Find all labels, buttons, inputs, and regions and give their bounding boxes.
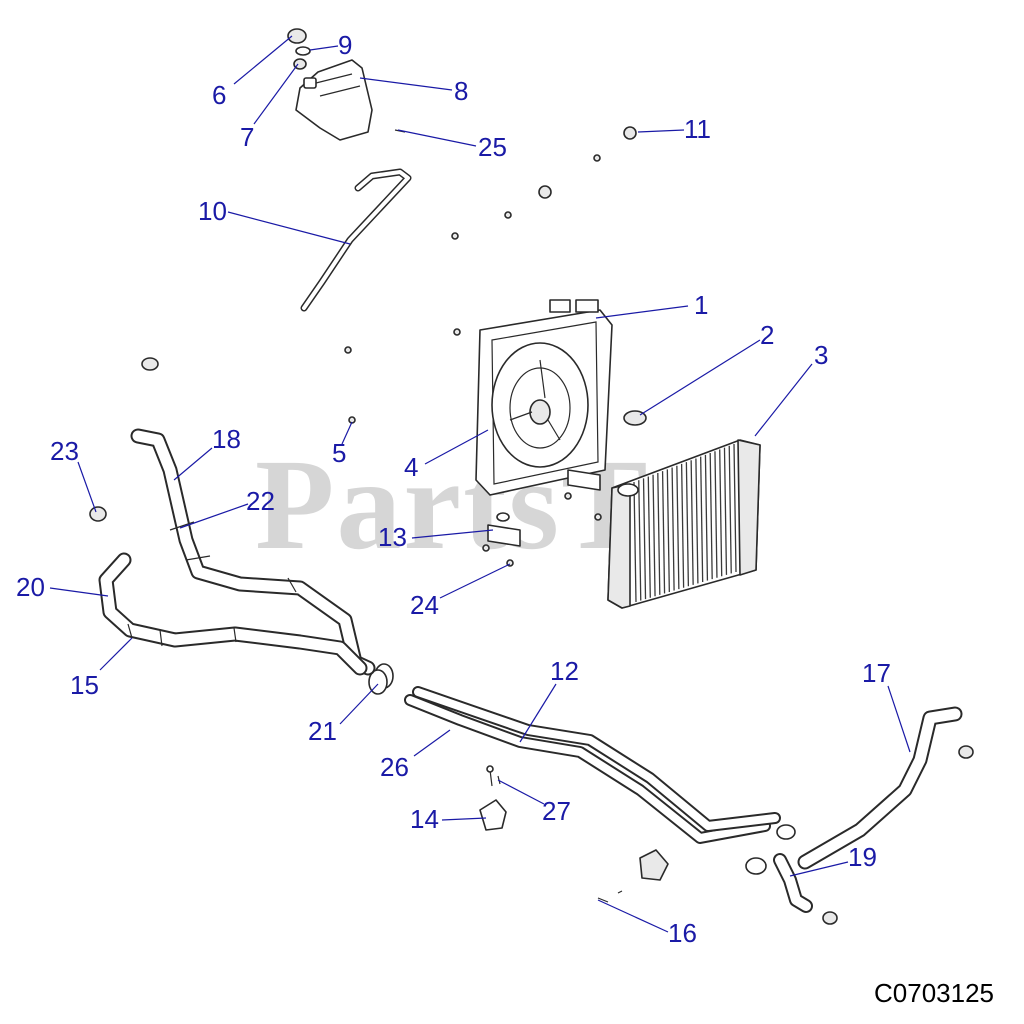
radiator-fin — [700, 456, 704, 583]
callout-6: 6 — [212, 80, 226, 110]
radiator-fin — [642, 478, 647, 600]
callout-18: 18 — [212, 424, 241, 454]
callout-14: 14 — [410, 804, 439, 834]
coolant-tube-pair — [404, 686, 781, 844]
radiator-hose-right — [797, 706, 963, 870]
radiator-fin — [680, 463, 685, 588]
radiator-fin — [676, 465, 680, 590]
callout-20: 20 — [16, 572, 45, 602]
callout-17: 17 — [862, 658, 891, 688]
callout-27: 27 — [542, 796, 571, 826]
radiator-fin — [728, 445, 732, 574]
callout-26: 26 — [380, 752, 409, 782]
mounting-bracket — [487, 469, 601, 547]
thermostat-housing — [479, 799, 669, 881]
callout-7: 7 — [240, 122, 254, 152]
radiator-fin — [733, 443, 737, 573]
callout-10: 10 — [198, 196, 227, 226]
reservoir-neck-plug — [293, 58, 307, 70]
callout-8: 8 — [454, 76, 468, 106]
callout-numbers: 1 2 3 4 5 6 7 8 9 10 11 12 13 14 15 16 1… — [16, 30, 891, 948]
callout-4: 4 — [404, 452, 418, 482]
radiator-fin — [652, 474, 656, 597]
callout-24: 24 — [410, 590, 439, 620]
coolant-reservoir — [295, 59, 373, 141]
callout-25: 25 — [478, 132, 507, 162]
radiator-fin — [704, 454, 709, 581]
reservoir-cap — [287, 28, 307, 44]
hose-clamps — [89, 357, 974, 925]
radiator-fin — [709, 453, 713, 580]
radiator-fin — [661, 471, 666, 594]
fan-shroud — [475, 299, 613, 496]
callout-2: 2 — [760, 320, 774, 350]
fasteners — [344, 126, 637, 903]
short-elbow-hose — [773, 853, 813, 913]
callout-22: 22 — [246, 486, 275, 516]
radiator-fin — [685, 462, 690, 587]
radiator-fin — [633, 481, 637, 603]
callout-13: 13 — [378, 522, 407, 552]
radiator-fin — [690, 460, 694, 585]
callout-23: 23 — [50, 436, 79, 466]
callout-12: 12 — [550, 656, 579, 686]
callout-21: 21 — [308, 716, 337, 746]
leader-lines — [49, 35, 911, 933]
callout-11: 11 — [684, 114, 711, 144]
callout-19: 19 — [848, 842, 877, 872]
radiator-fin — [723, 447, 728, 575]
radiator-fin — [695, 458, 699, 584]
callout-9: 9 — [338, 30, 352, 60]
radiator-hose-upper — [130, 428, 376, 676]
overflow-hose — [300, 168, 412, 312]
radiator-fin — [671, 467, 675, 591]
radiator-hose-lower — [98, 552, 368, 676]
callout-15: 15 — [70, 670, 99, 700]
radiator-fin — [714, 451, 718, 578]
cap-gasket — [295, 46, 311, 56]
radiator-fin — [719, 449, 723, 577]
callout-16: 16 — [668, 918, 697, 948]
callout-3: 3 — [814, 340, 828, 370]
radiator-fin — [647, 476, 651, 598]
radiator — [607, 439, 761, 609]
callout-5: 5 — [332, 438, 346, 468]
radiator-fin — [657, 472, 661, 595]
diagram-code: C0703125 — [874, 978, 994, 1008]
bolt-27 — [486, 765, 501, 787]
callout-1: 1 — [694, 290, 708, 320]
radiator-fin — [666, 469, 670, 593]
radiator-fin — [638, 480, 642, 601]
